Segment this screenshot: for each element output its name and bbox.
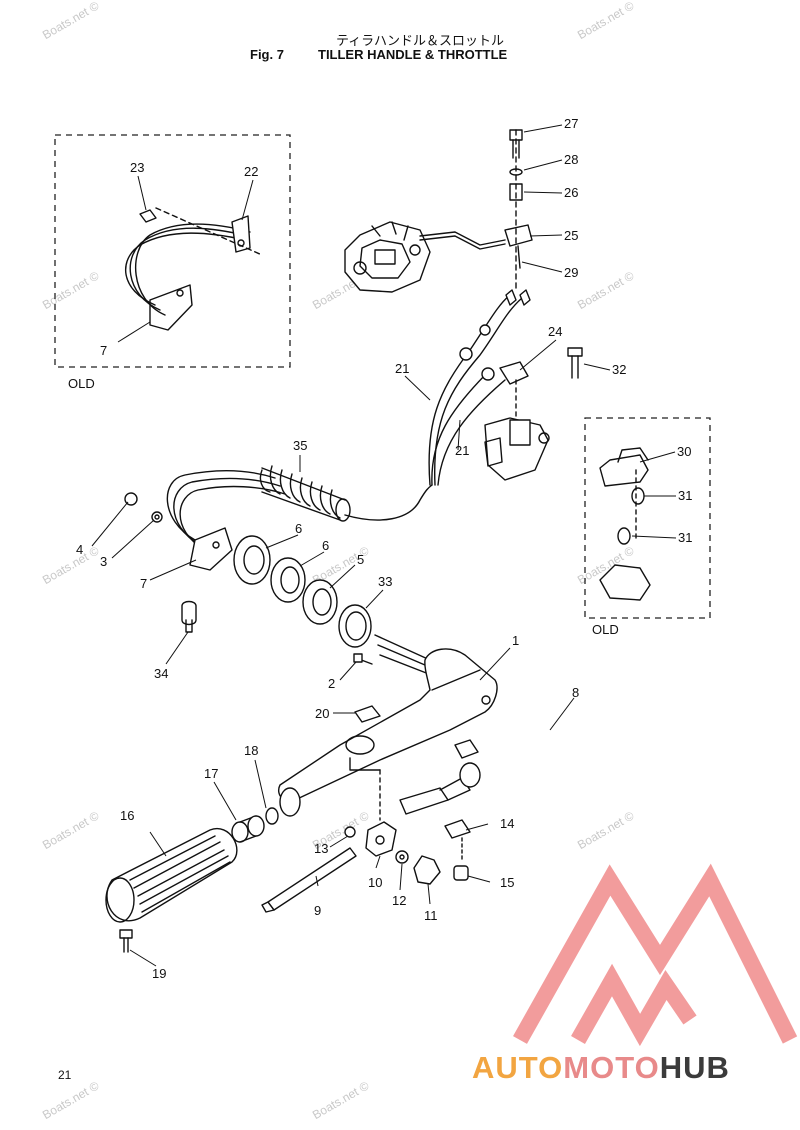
callout-15: 15 xyxy=(500,875,514,890)
callout-13: 13 xyxy=(314,841,328,856)
title-japanese: ティラハンドル＆スロットル xyxy=(335,34,505,49)
page-number: 21 xyxy=(58,1068,72,1082)
callout-35: 35 xyxy=(293,438,307,453)
callout-6b: 6 xyxy=(322,538,329,553)
callout-28: 28 xyxy=(564,152,578,167)
callout-7: 7 xyxy=(140,576,147,591)
callout-1: 1 xyxy=(512,633,519,648)
part-stop-switch-old xyxy=(124,207,263,331)
callout-30: 30 xyxy=(677,444,691,459)
callout-23: 23 xyxy=(130,160,144,175)
old-box-left xyxy=(54,134,291,368)
callout-7-old: 7 xyxy=(100,343,107,358)
leader-lines xyxy=(91,124,677,967)
callout-24: 24 xyxy=(548,324,562,339)
part-nut-13 xyxy=(344,826,356,838)
callout-10: 10 xyxy=(368,875,382,890)
old-box-right xyxy=(584,417,711,619)
part-collar-17 xyxy=(231,815,265,843)
part-bracket-old xyxy=(599,447,651,601)
callout-25: 25 xyxy=(564,228,578,243)
part-cap-34 xyxy=(181,600,197,633)
part-washer-12 xyxy=(395,850,409,864)
old-label-right: OLD xyxy=(592,622,619,637)
part-coil-35 xyxy=(259,465,351,522)
callout-19: 19 xyxy=(152,966,166,981)
callout-20: 20 xyxy=(315,706,329,721)
callout-31a: 31 xyxy=(678,488,692,503)
part-shaft-assembly xyxy=(379,739,481,821)
callout-34: 34 xyxy=(154,666,168,681)
callout-4: 4 xyxy=(76,542,83,557)
callout-17: 17 xyxy=(204,766,218,781)
callout-21a: 21 xyxy=(395,361,409,376)
part-collar-18 xyxy=(265,807,279,825)
callout-29: 29 xyxy=(564,265,578,280)
part-plate-20 xyxy=(354,705,381,723)
callout-9: 9 xyxy=(314,903,321,918)
part-cable-bracket xyxy=(484,361,550,481)
part-grip-16 xyxy=(105,827,238,923)
part-screw-2 xyxy=(353,653,373,665)
brand-logo: AUTOMOTOHUB xyxy=(472,1050,730,1086)
brand-part-hub: HUB xyxy=(659,1050,730,1085)
figure-title: Fig. 7 TILLER HANDLE & THROTTLE xyxy=(250,47,507,62)
callout-31b: 31 xyxy=(678,530,692,545)
callout-2: 2 xyxy=(328,676,335,691)
part-seal-5 xyxy=(302,579,338,625)
callout-21b: 21 xyxy=(455,443,469,458)
part-stop-switch xyxy=(189,527,233,571)
part-screw-19 xyxy=(119,929,133,953)
callout-32: 32 xyxy=(612,362,626,377)
figure-title-text: TILLER HANDLE & THROTTLE xyxy=(318,47,508,62)
part-plate-14 xyxy=(444,819,471,861)
part-wire-harness xyxy=(166,470,433,551)
part-washer-33 xyxy=(338,604,372,648)
brand-part-moto: MOTO xyxy=(563,1050,660,1085)
part-rod-9 xyxy=(261,847,357,913)
callout-6a: 6 xyxy=(295,521,302,536)
old-label-left: OLD xyxy=(68,376,95,391)
part-bolt-32 xyxy=(567,347,583,379)
callout-33: 33 xyxy=(378,574,392,589)
part-throttle-link xyxy=(419,129,533,291)
part-carburetor xyxy=(344,221,431,293)
part-screw-15 xyxy=(453,865,469,881)
callout-26: 26 xyxy=(564,185,578,200)
part-knob-11 xyxy=(413,855,441,885)
callout-8: 8 xyxy=(572,685,579,700)
part-tiller-arm xyxy=(278,634,498,817)
part-seal-6b xyxy=(270,557,306,603)
callout-27: 27 xyxy=(564,116,578,131)
callout-22: 22 xyxy=(244,164,258,179)
figure-number: Fig. 7 xyxy=(250,47,284,62)
callout-numbers: 1 2 3 4 5 6 6 7 7 8 9 10 11 12 13 14 15 … xyxy=(76,116,692,981)
callout-3: 3 xyxy=(100,554,107,569)
callout-12: 12 xyxy=(392,893,406,908)
callout-5: 5 xyxy=(357,552,364,567)
brand-part-auto: AUTO xyxy=(472,1050,564,1085)
callout-14: 14 xyxy=(500,816,514,831)
part-block-10 xyxy=(365,821,397,857)
callout-16: 16 xyxy=(120,808,134,823)
callout-18: 18 xyxy=(244,743,258,758)
logo-mark xyxy=(513,863,798,1047)
part-seal-6a xyxy=(233,535,271,585)
callout-11: 11 xyxy=(424,908,438,923)
part-nut-washer xyxy=(124,492,163,523)
